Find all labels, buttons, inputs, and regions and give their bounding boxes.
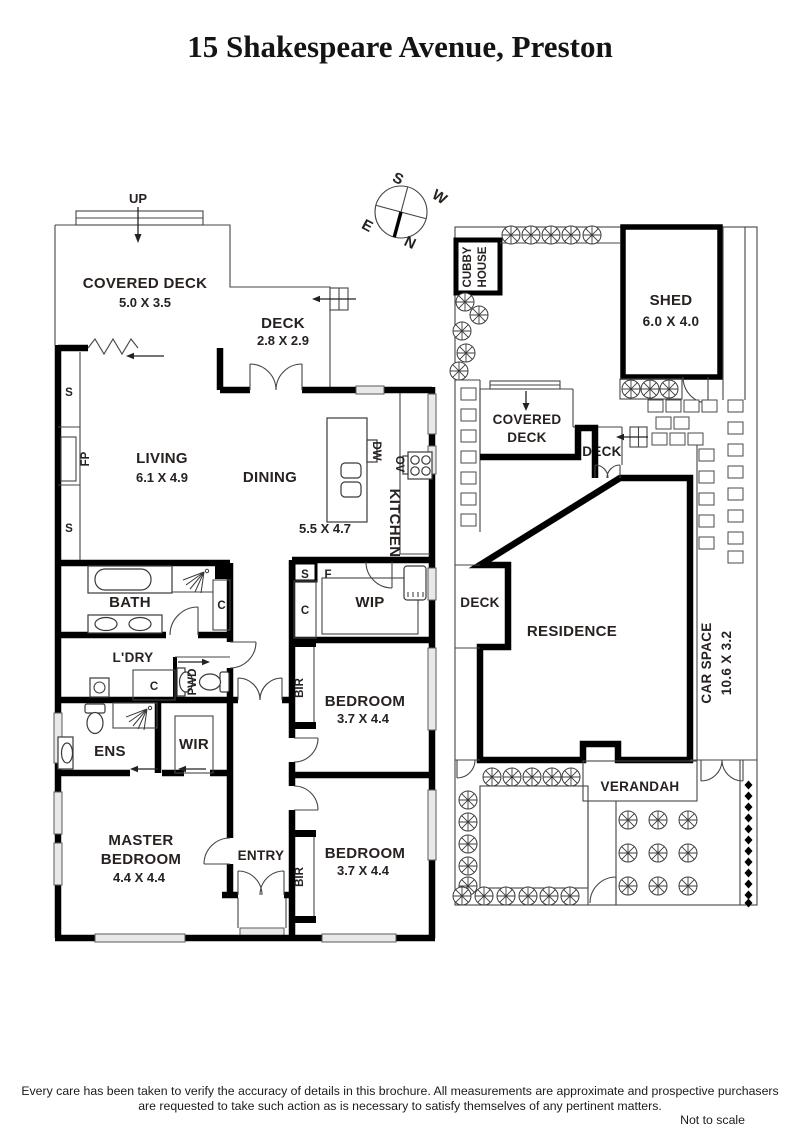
scale-note: Not to scale — [680, 1113, 745, 1127]
bath-label: BATH — [109, 594, 151, 611]
verandah-label: VERANDAH — [601, 779, 680, 794]
living-label: LIVING — [136, 450, 188, 467]
master-bedroom-label1: MASTER — [108, 832, 173, 849]
floor-plan: UP — [53, 191, 437, 943]
deck-outlines — [54, 210, 356, 937]
compass-north: N — [401, 233, 418, 253]
bir-label: BIR — [294, 677, 306, 698]
entry-label: ENTRY — [238, 848, 285, 863]
bedroom2-label: BEDROOM — [325, 845, 405, 862]
shed-label: SHED — [650, 292, 693, 309]
dining-label: DINING — [243, 469, 297, 486]
shelf-label: S — [65, 523, 73, 535]
fireplace-label: FP — [80, 451, 92, 466]
site-deck-upper-label: DECK — [582, 444, 621, 459]
site-deck-left-label: DECK — [460, 595, 499, 610]
shed-door — [682, 376, 709, 404]
site-covered-deck-label1: COVERED — [493, 412, 562, 427]
fridge-label: F — [324, 569, 331, 581]
window-break-icon — [87, 337, 139, 356]
garden-beds — [452, 767, 698, 906]
kitchen-label: KITCHEN — [386, 489, 403, 558]
disclaimer-line2: are requested to take such action as is … — [138, 1099, 662, 1113]
cubby-house-label1: CUBBY — [462, 246, 474, 287]
kitchen-dims: 5.5 X 4.7 — [299, 521, 351, 536]
compass-east: E — [359, 216, 376, 236]
master-bedroom-label2: BEDROOM — [101, 851, 181, 868]
bedroom1-dims: 3.7 X 4.4 — [337, 711, 390, 726]
hedge-right — [744, 780, 753, 908]
site-covered-deck-label2: DECK — [507, 430, 546, 445]
deck-dims: 2.8 X 2.9 — [257, 333, 309, 348]
cupboard-label: C — [150, 681, 158, 693]
shed-dims: 6.0 X 4.0 — [643, 314, 700, 329]
powder-label: PWD — [187, 669, 199, 696]
trees-top — [500, 225, 620, 245]
compass-rose-icon: S W E N — [359, 169, 451, 253]
dishwasher-label: DW — [370, 441, 382, 460]
up-label: UP — [129, 191, 147, 206]
pavers-right — [647, 399, 744, 564]
trees-left-cluster — [449, 292, 489, 381]
site-plan: CUBBY HOUSE SHED 6.0 X 4.0 — [449, 224, 758, 908]
car-space-dims: 10.6 X 3.2 — [719, 631, 734, 696]
residence-deck-doors — [594, 464, 621, 479]
living-dims: 6.1 X 4.9 — [136, 470, 188, 485]
laundry-powder-fixtures — [89, 658, 230, 701]
wir-label: WIR — [179, 736, 209, 753]
verandah — [582, 760, 698, 802]
disclaimer-line1: Every care has been taken to verify the … — [21, 1084, 778, 1098]
ensuite-label: ENS — [94, 743, 126, 760]
page-title: 15 Shakespeare Avenue, Preston — [187, 29, 612, 64]
cupboard-label: C — [301, 605, 309, 617]
cupboard-label: C — [217, 600, 225, 612]
kitchen-fixtures: DW OV — [326, 393, 433, 555]
covered-deck-label: COVERED DECK — [83, 275, 207, 292]
bath-fixtures — [87, 565, 231, 634]
site-covered-deck — [479, 380, 648, 465]
car-space-label: CAR SPACE — [699, 622, 714, 703]
cubby-house-label2: HOUSE — [477, 246, 489, 287]
shed — [620, 224, 723, 380]
residence-label: RESIDENCE — [527, 623, 617, 640]
ensuite-fixtures — [57, 702, 214, 774]
compass-west: W — [429, 186, 451, 208]
wip-label: WIP — [355, 594, 384, 611]
bedroom2-dims: 3.7 X 4.4 — [337, 863, 390, 878]
master-bedroom-dims: 4.4 X 4.4 — [113, 870, 166, 885]
shelf-label: S — [301, 569, 309, 581]
pavers-left — [455, 379, 481, 532]
wip-area: S F C — [292, 561, 427, 639]
bir-label: BIR — [294, 866, 306, 887]
deck-label: DECK — [261, 315, 305, 332]
oven-label: OV — [393, 456, 405, 473]
trees-under-shed — [619, 378, 683, 400]
cubby-house — [453, 237, 503, 296]
doors — [169, 363, 393, 896]
covered-deck-dims: 5.0 X 3.5 — [119, 295, 171, 310]
fireplace-shelving: S FP S — [58, 352, 92, 560]
laundry-label: L'DRY — [113, 650, 154, 665]
site-boundary — [454, 226, 758, 906]
shelf-label: S — [65, 387, 73, 399]
bedroom1-label: BEDROOM — [325, 693, 405, 710]
residence-outline — [468, 424, 694, 764]
